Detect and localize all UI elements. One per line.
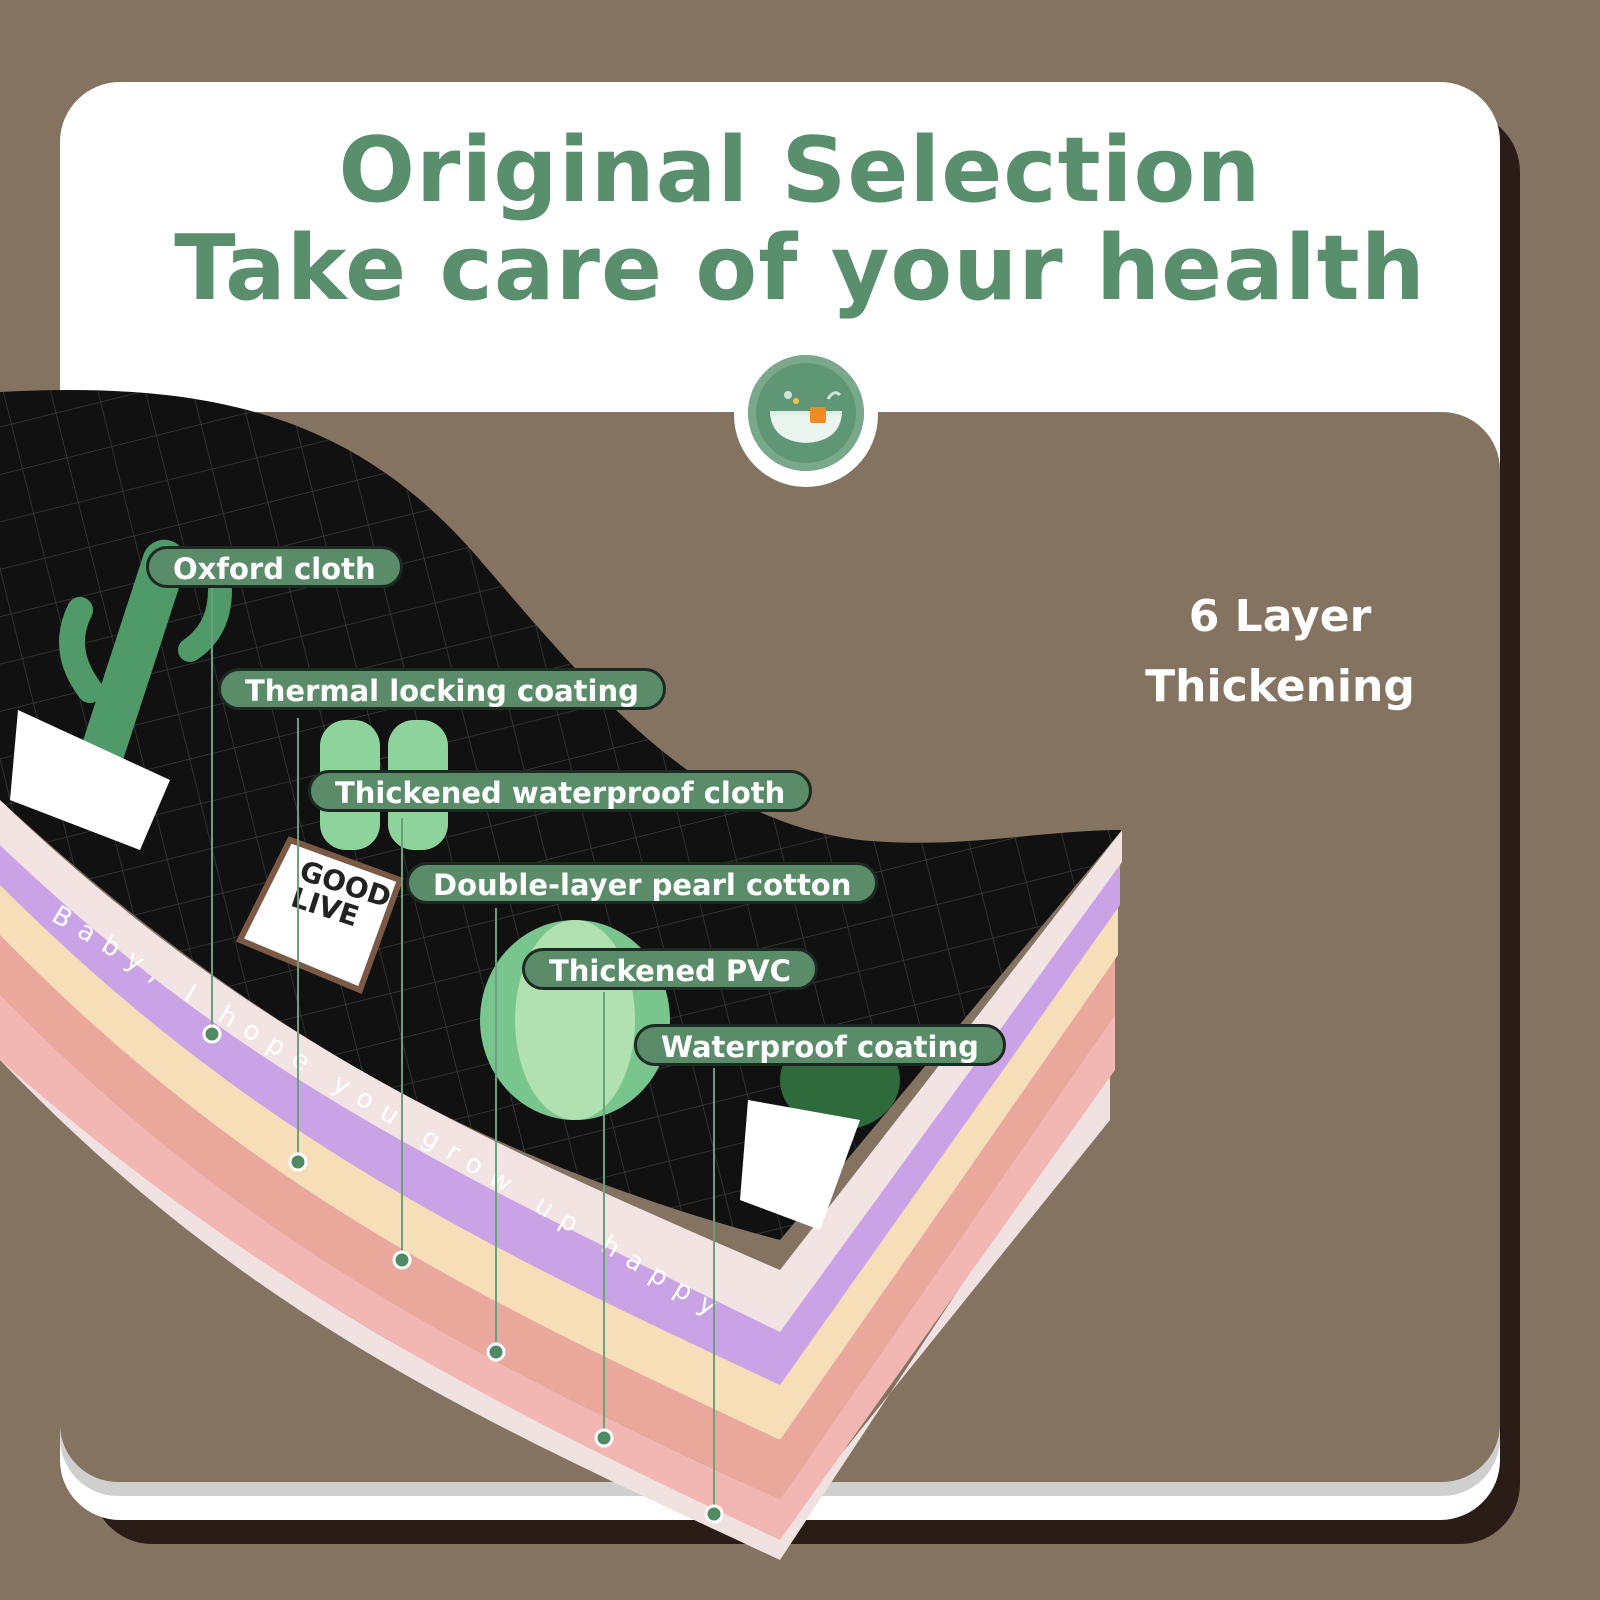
side-caption: 6 Layer Thickening [1145, 591, 1415, 712]
layer-tag-double-layer-pearl-cotton: Double-layer pearl cotton [406, 862, 879, 904]
headline-line2: Take care of your health [174, 216, 1426, 321]
bowl-badge-icon [734, 343, 878, 487]
layer-tag-oxford-cloth: Oxford cloth [146, 546, 403, 588]
headline: Original Selection Take care of your hea… [0, 122, 1600, 318]
layer-top-light [0, 800, 1122, 1332]
layer-tag-thickened-pvc: Thickened PVC [522, 948, 818, 990]
cactus-icon [10, 539, 232, 850]
headline-line1: Original Selection [338, 118, 1262, 223]
layer-tag-thermal-locking-coating: Thermal locking coating [218, 668, 666, 710]
layer-tag-thickened-waterproof-cloth: Thickened waterproof cloth [308, 770, 813, 812]
layer-pink [0, 990, 1115, 1540]
layer-salmon [0, 930, 1115, 1500]
layer-tag-waterproof-coating: Waterproof coating [634, 1024, 1006, 1066]
